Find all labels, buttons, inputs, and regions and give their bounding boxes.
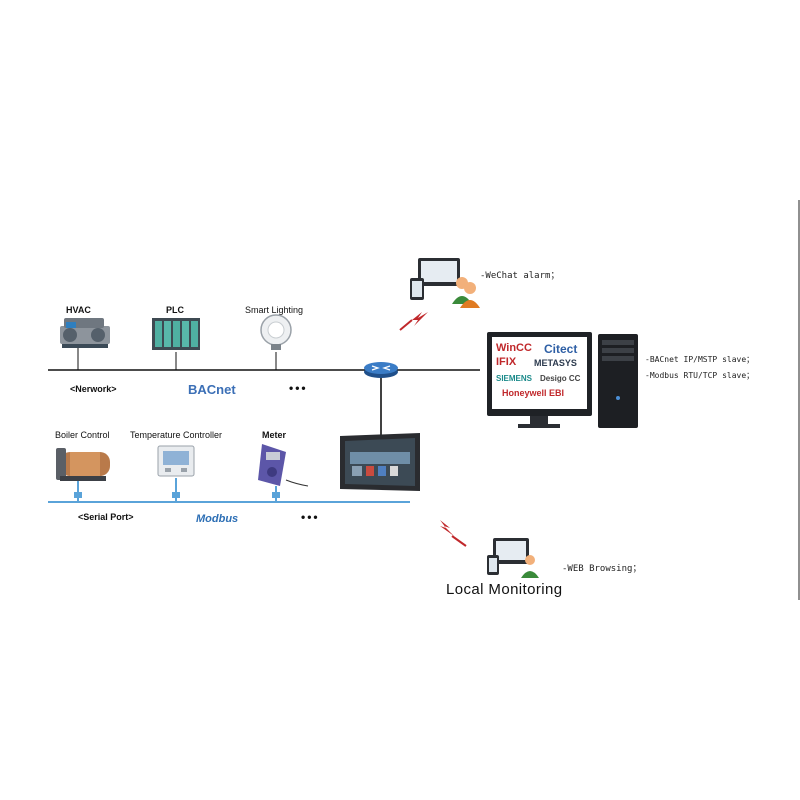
device-label-smart-lighting: Smart Lighting (245, 305, 304, 315)
device-label-boiler-control: Boiler Control (55, 430, 110, 440)
chiller-icon (60, 318, 110, 348)
citect-logo: Citect (544, 342, 578, 356)
web-devices-users-icon (487, 538, 539, 578)
web-browsing-label: -WEB Browsing； (562, 564, 642, 574)
network-more-ellipsis: ••• (289, 381, 308, 395)
network-bus-line (48, 346, 480, 440)
wincc-logo: WinCC (496, 342, 532, 354)
router-icon (364, 362, 398, 378)
honeywell-ebi-logo: Honeywell EBI (502, 388, 565, 398)
plc-rack-icon (152, 318, 200, 350)
bacnet-slave-note: -BACnet IP/MSTP slave； (645, 355, 755, 364)
mobile-devices-users-icon (410, 258, 480, 308)
serial-more-ellipsis: ••• (301, 510, 320, 524)
serial-bus-line (48, 478, 410, 503)
siemens-logo: SIEMENS (496, 374, 533, 383)
modbus-logo: Modbus (196, 513, 239, 525)
meter-icon (258, 444, 309, 487)
device-label-temperature-controller: Temperature Controller (130, 430, 223, 440)
network-label: <Nerwork> (70, 384, 117, 394)
hmi-touch-panel-icon (340, 433, 420, 491)
ifix-logo: IFIX (496, 356, 517, 368)
modbus-slave-note: -Modbus RTU/TCP slave； (645, 371, 755, 380)
scada-logo-area: WinCC Citect IFIX METASYS SIEMENS Desigo… (494, 340, 586, 408)
thermostat-icon (157, 445, 195, 477)
device-label-plc: PLC (166, 305, 184, 315)
bacnet-logo: BACnet (188, 382, 236, 397)
desigo-cc-logo: Desigo CC (540, 374, 581, 383)
metasys-logo: METASYS (534, 358, 577, 368)
device-label-meter: Meter (262, 430, 287, 440)
wireless-lightning-icon (440, 520, 467, 547)
light-bulb-icon (260, 314, 292, 350)
pc-tower-icon (598, 334, 638, 428)
wireless-lightning-icon (399, 312, 428, 331)
wechat-alarm-label: -WeChat alarm； (480, 271, 560, 281)
local-monitoring-title: Local Monitoring (446, 581, 563, 598)
scada-monitor-icon (487, 332, 592, 428)
serial-port-label: <Serial Port> (78, 512, 134, 522)
device-label-hvac: HVAC (66, 305, 91, 315)
boiler-icon (56, 448, 110, 481)
